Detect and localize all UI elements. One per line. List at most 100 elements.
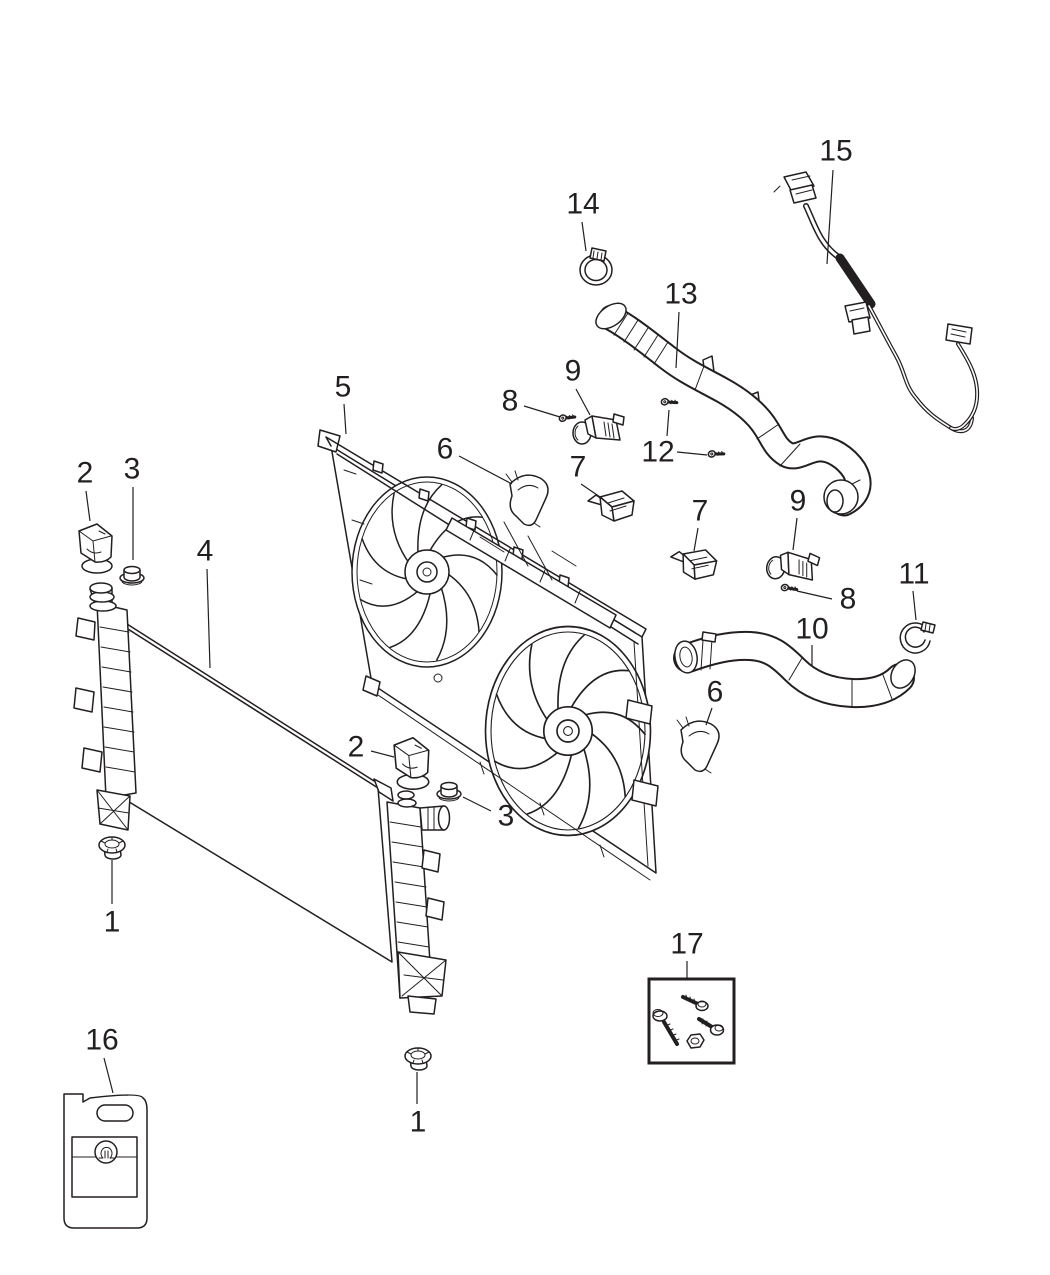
bolt-icon: [697, 1017, 725, 1036]
callout-label: 1: [410, 1106, 427, 1139]
hose-clamp-14: [579, 247, 613, 286]
callout-2: 2: [348, 731, 395, 764]
screw-8b: [779, 580, 799, 596]
callout-12: 12: [641, 409, 708, 469]
mopar-omega-icon: [94, 1140, 118, 1164]
callout-label: 8: [502, 385, 519, 418]
callout-1: 1: [410, 1072, 427, 1139]
callout-14: 14: [566, 188, 600, 252]
callout-label: 6: [707, 676, 724, 709]
callout-leader-line: [826, 169, 834, 265]
callout-label: 7: [692, 495, 709, 528]
cooling-fan-left: [351, 476, 503, 668]
callout-leader-line: [580, 483, 604, 500]
callout-label: 15: [819, 135, 852, 168]
radiator-upper-mount-left: [78, 523, 113, 574]
callout-label: 3: [124, 453, 141, 486]
upper-radiator-hose: [595, 302, 872, 517]
callout-3: 3: [462, 796, 515, 833]
nut-icon: [686, 1033, 705, 1049]
callout-label: 8: [840, 583, 857, 616]
callout-2: 2: [77, 457, 94, 522]
callout-leader-line: [675, 311, 680, 369]
callout-3: 3: [124, 453, 141, 560]
callout-7: 7: [570, 451, 604, 500]
callout-leader-line: [666, 409, 670, 437]
callout-label: 12: [641, 436, 674, 469]
bolt-icon: [681, 994, 709, 1012]
callout-17: 17: [670, 928, 704, 980]
callout-15: 15: [819, 135, 853, 265]
callout-label: 7: [570, 451, 587, 484]
lower-isolator-right: [404, 1047, 432, 1071]
harness-connector-top: [773, 171, 817, 204]
callout-8: 8: [796, 583, 857, 616]
sensor-lower: [764, 546, 821, 586]
air-duct-upper: [505, 470, 549, 528]
callout-leader-line: [523, 405, 561, 418]
jug-handle-hole: [96, 1104, 134, 1122]
air-duct-lower: [676, 716, 720, 774]
bracket-lower: [668, 546, 719, 582]
callout-label: 16: [85, 1024, 118, 1057]
screw-12b: [705, 445, 726, 463]
callout-label: 2: [77, 457, 94, 490]
callout-9: 9: [565, 355, 591, 416]
callout-label: 2: [348, 731, 365, 764]
callout-leader-line: [796, 590, 833, 600]
callout-label: 17: [670, 928, 703, 961]
callout-label: 5: [335, 371, 352, 404]
mount-grommet-right: [436, 781, 462, 802]
callout-leader-line: [206, 568, 211, 669]
callout-8: 8: [502, 385, 561, 418]
callout-5: 5: [335, 371, 352, 435]
radiator-right-tank: [386, 790, 451, 1015]
callout-label: 9: [565, 355, 582, 388]
radiator-upper-mount-right: [393, 736, 430, 790]
sensor-upper: [572, 413, 625, 445]
callout-leader-line: [575, 388, 591, 416]
callout-leader-line: [705, 707, 713, 726]
callout-10: 10: [795, 613, 829, 665]
callout-label: 11: [898, 558, 929, 591]
lower-isolator-left: [98, 836, 126, 860]
callout-leader-line: [462, 796, 492, 812]
hose-clamp-11: [899, 621, 936, 654]
screw-12a: [658, 393, 679, 411]
callout-leader-line: [370, 750, 395, 758]
callout-leader-line: [792, 517, 798, 551]
callout-13: 13: [664, 278, 698, 369]
callout-9: 9: [790, 485, 807, 551]
callout-6: 6: [705, 676, 724, 726]
screw-8a: [556, 408, 577, 427]
fan-wiring-harness: [773, 171, 980, 434]
coolant-jug: [63, 1093, 148, 1229]
callout-leader-line: [676, 451, 708, 456]
callout-16: 16: [85, 1024, 119, 1094]
callout-11: 11: [898, 558, 930, 621]
callout-leader-line: [581, 221, 587, 252]
callout-1: 1: [104, 860, 120, 939]
callout-4: 4: [197, 535, 213, 669]
callout-leader-line: [912, 590, 917, 621]
bolt-icon: [652, 1009, 680, 1046]
callout-label: 13: [664, 278, 697, 311]
callout-label: 3: [498, 800, 515, 833]
radiator: [73, 582, 451, 1015]
callout-leader-line: [343, 403, 347, 435]
callout-leader-line: [85, 490, 91, 522]
callout-label: 6: [437, 433, 454, 466]
fan-shroud-assembly: [317, 429, 659, 881]
bracket-upper: [587, 490, 635, 522]
harness-connector-branch: [844, 301, 871, 335]
hardware-kit-box: [647, 977, 736, 1065]
mount-grommet-left: [119, 565, 145, 586]
callout-leader-line: [103, 1057, 114, 1094]
radiator-left-tank: [73, 582, 137, 831]
lower-radiator-hose: [673, 630, 916, 709]
radiator-filler-cap: [89, 582, 117, 612]
callout-label: 10: [795, 613, 828, 646]
callout-label: 9: [790, 485, 807, 518]
